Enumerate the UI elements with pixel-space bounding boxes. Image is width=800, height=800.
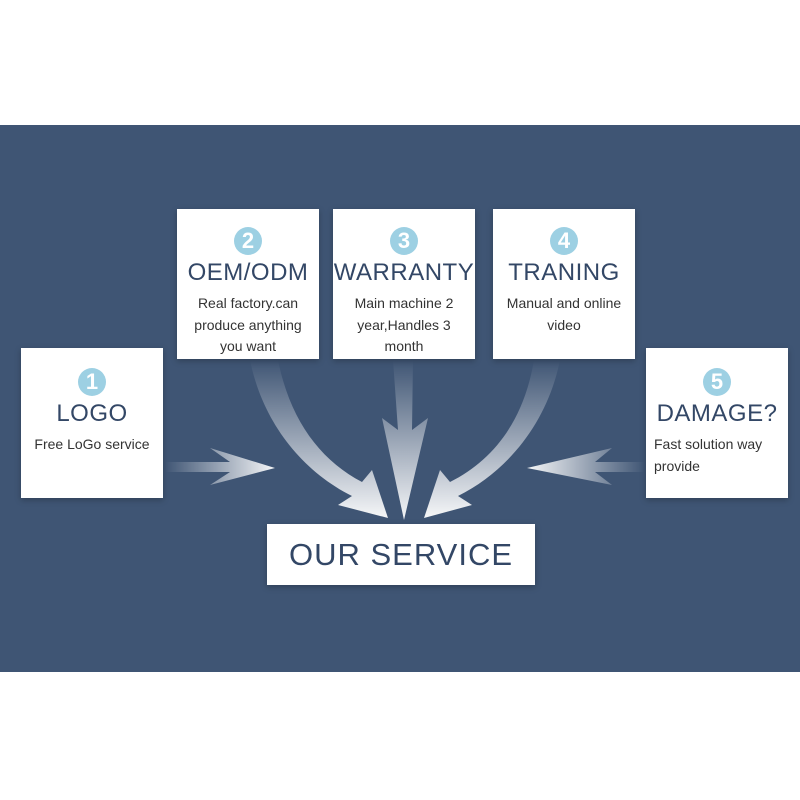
arrow-from-oem xyxy=(250,360,388,518)
card-title: TRANING xyxy=(508,259,620,286)
card-title: OEM/ODM xyxy=(187,259,309,286)
arrow-from-logo xyxy=(165,448,275,485)
service-card-traning: 4 TRANING Manual and online video xyxy=(493,209,635,359)
card-title: LOGO xyxy=(56,400,128,427)
card-description: Free LoGo service xyxy=(34,436,150,452)
service-card-damage: 5 DAMAGE? Fast solution way provide xyxy=(646,348,788,498)
arrow-from-warranty xyxy=(382,360,428,520)
arrow-from-traning xyxy=(424,360,560,518)
card-description: Fast solution way provide xyxy=(654,436,763,474)
service-card-warranty: 3 WARRANTY Main machine 2 year,Handles 3… xyxy=(333,209,475,359)
card-description: Main machine 2 year,Handles 3 month xyxy=(354,295,454,354)
number-badge: 2 xyxy=(234,227,262,255)
number-badge: 1 xyxy=(78,368,106,396)
arrow-from-damage xyxy=(527,448,645,485)
card-title: DAMAGE? xyxy=(656,400,778,427)
card-description: Real factory.can produce anything you wa… xyxy=(194,295,302,354)
service-card-oem-odm: 2 OEM/ODM Real factory.can produce anyth… xyxy=(177,209,319,359)
our-service-label: OUR SERVICE xyxy=(288,536,514,572)
service-card-logo: 1 LOGO Free LoGo service xyxy=(21,348,163,498)
number-badge: 4 xyxy=(550,227,578,255)
card-description: Manual and online video xyxy=(506,295,622,333)
our-service-box: OUR SERVICE xyxy=(267,524,535,585)
number-badge: 5 xyxy=(703,368,731,396)
card-title: WARRANTY xyxy=(333,259,475,286)
number-badge: 3 xyxy=(390,227,418,255)
